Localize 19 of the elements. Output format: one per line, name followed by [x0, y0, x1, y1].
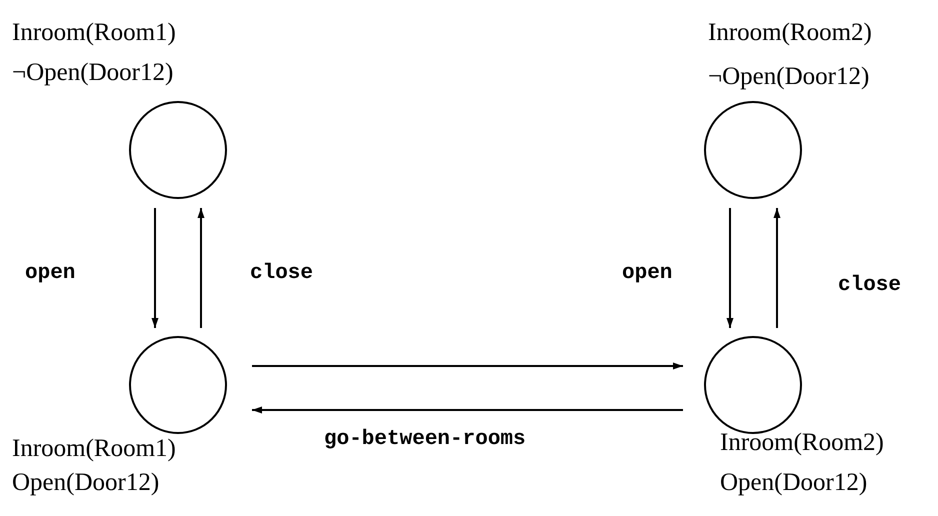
edge-label: close: [250, 262, 314, 285]
state-label: Inroom(Room2): [708, 18, 872, 48]
arrow: [198, 208, 204, 328]
state-label: Open(Door12): [720, 468, 868, 498]
state-label: Inroom(Room1): [12, 434, 176, 464]
arrow: [774, 208, 780, 328]
state-label: Inroom(Room1): [12, 18, 176, 48]
edge-label: close: [838, 274, 902, 297]
edge-label: open: [25, 262, 76, 285]
arrow: [726, 208, 734, 328]
arrow: [152, 208, 158, 328]
state-label: ¬Open(Door12): [708, 62, 870, 92]
arrow: [252, 406, 683, 414]
arrow: [252, 362, 683, 370]
edge-label: go-between-rooms: [324, 428, 526, 451]
state-label: ¬Open(Door12): [12, 58, 174, 88]
state-label: Open(Door12): [12, 468, 160, 498]
state-label: Inroom(Room2): [720, 428, 884, 458]
edge-label: open: [622, 262, 672, 285]
